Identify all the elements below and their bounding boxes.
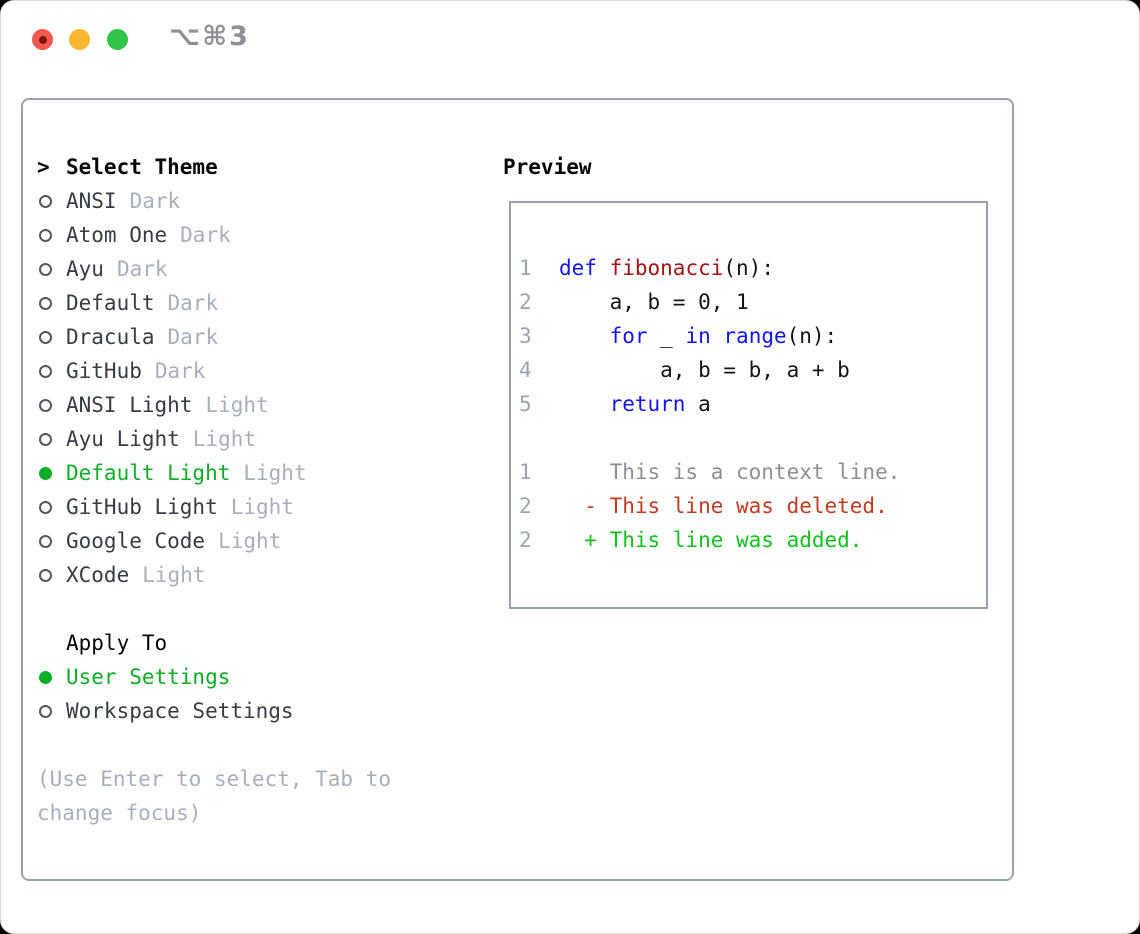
diff-line-deleted: 2 - This line was deleted. — [519, 489, 900, 523]
prompt-caret-icon: > — [37, 155, 50, 179]
radio-icon — [39, 500, 52, 514]
apply-to-header: Apply To — [37, 626, 497, 660]
apply-option-workspace-settings[interactable]: Workspace Settings — [37, 694, 497, 728]
theme-variant-badge: Dark — [129, 189, 181, 213]
theme-name: Dracula — [66, 325, 155, 349]
radio-icon — [39, 432, 52, 446]
theme-name: Ayu — [66, 257, 104, 281]
code-text: def fibonacci(n): — [559, 256, 774, 280]
preview-title: Preview — [503, 155, 592, 179]
theme-option-dracula[interactable]: Dracula Dark — [37, 320, 497, 354]
theme-option-atom-one[interactable]: Atom One Dark — [37, 218, 497, 252]
line-number: 1 — [519, 256, 532, 280]
line-number: 1 — [519, 460, 532, 484]
radio-icon — [39, 330, 52, 344]
theme-name: Default — [66, 291, 155, 315]
theme-name: Google Code — [66, 529, 206, 553]
theme-name: ANSI — [66, 189, 117, 213]
select-theme-header: > Select Theme — [37, 150, 497, 184]
code-text: a, b = 0, 1 — [559, 290, 749, 314]
code-line: 1 def fibonacci(n): — [519, 251, 900, 285]
theme-variant-badge: Light — [142, 563, 206, 587]
radio-icon — [39, 534, 52, 548]
theme-name: XCode — [66, 563, 130, 587]
theme-option-default[interactable]: Default Dark — [37, 286, 497, 320]
keyboard-hint: (Use Enter to select, Tab to change focu… — [37, 767, 392, 825]
theme-option-google-code[interactable]: Google Code Light — [37, 524, 497, 558]
theme-option-github-light[interactable]: GitHub Light Light — [37, 490, 497, 524]
window-shortcut-label: ⌥⌘3 — [169, 21, 250, 52]
diff-line-context: 1 This is a context line. — [519, 455, 900, 489]
code-line: 4 a, b = b, a + b — [519, 353, 900, 387]
theme-name: GitHub — [66, 359, 142, 383]
line-number: 2 — [519, 290, 532, 314]
code-line: 3 for _ in range(n): — [519, 319, 900, 353]
theme-option-github[interactable]: GitHub Dark — [37, 354, 497, 388]
diff-text: - This line was deleted. — [559, 494, 888, 518]
spacer — [37, 728, 497, 762]
theme-option-default-light[interactable]: Default Light Light — [37, 456, 497, 490]
line-number: 4 — [519, 358, 532, 382]
theme-option-ansi-light[interactable]: ANSI Light Light — [37, 388, 497, 422]
radio-icon — [39, 262, 52, 276]
code-text: for _ in range(n): — [609, 324, 838, 348]
select-theme-title: Select Theme — [66, 155, 218, 179]
radio-icon — [39, 364, 52, 378]
diff-text: + This line was added. — [559, 528, 863, 552]
theme-option-ayu[interactable]: Ayu Dark — [37, 252, 497, 286]
spacer — [519, 421, 900, 455]
theme-name: Default Light — [66, 461, 231, 485]
code-line: 5 return a — [519, 387, 900, 421]
radio-selected-icon — [39, 466, 52, 480]
theme-option-ansi[interactable]: ANSI Dark — [37, 184, 497, 218]
minimize-button[interactable] — [69, 29, 90, 50]
line-number: 5 — [519, 392, 532, 416]
theme-option-ayu-light[interactable]: Ayu Light Light — [37, 422, 497, 456]
radio-icon — [39, 398, 52, 412]
radio-icon — [39, 704, 52, 718]
theme-variant-badge: Dark — [116, 257, 168, 281]
line-number: 2 — [519, 528, 532, 552]
theme-variant-badge: Dark — [167, 291, 219, 315]
theme-variant-badge: Light — [218, 529, 282, 553]
apply-option-label: Workspace Settings — [66, 699, 294, 723]
spacer — [37, 592, 497, 626]
diff-text: This is a context line. — [559, 460, 901, 484]
apply-option-label: User Settings — [66, 665, 231, 689]
code-line: 2 a, b = 0, 1 — [519, 285, 900, 319]
radio-icon — [39, 194, 52, 208]
line-number: 2 — [519, 494, 532, 518]
zoom-button[interactable] — [107, 29, 128, 50]
apply-option-user-settings[interactable]: User Settings — [37, 660, 497, 694]
theme-variant-badge: Light — [243, 461, 307, 485]
radio-icon — [39, 228, 52, 242]
theme-name: ANSI Light — [66, 393, 193, 417]
radio-icon — [39, 296, 52, 310]
theme-option-xcode[interactable]: XCode Light — [37, 558, 497, 592]
diff-line-added: 2 + This line was added. — [519, 523, 900, 557]
theme-variant-badge: Light — [230, 495, 294, 519]
theme-variant-badge: Light — [192, 427, 257, 451]
theme-variant-badge: Light — [205, 393, 269, 417]
code-text: a, b = b, a + b — [559, 358, 850, 382]
theme-variant-badge: Dark — [154, 359, 206, 383]
theme-variant-badge: Dark — [167, 325, 219, 349]
line-number: 3 — [519, 324, 532, 348]
theme-name: Ayu Light — [66, 427, 180, 451]
theme-variant-badge: Dark — [180, 223, 231, 247]
apply-to-title: Apply To — [66, 631, 168, 655]
code-text: return a — [609, 392, 711, 416]
radio-selected-icon — [39, 670, 52, 684]
theme-name: Atom One — [66, 223, 168, 247]
titlebar: ⌥⌘3 — [1, 1, 1139, 77]
theme-name: GitHub Light — [66, 495, 218, 519]
radio-icon — [39, 568, 52, 582]
close-button[interactable] — [32, 29, 53, 50]
